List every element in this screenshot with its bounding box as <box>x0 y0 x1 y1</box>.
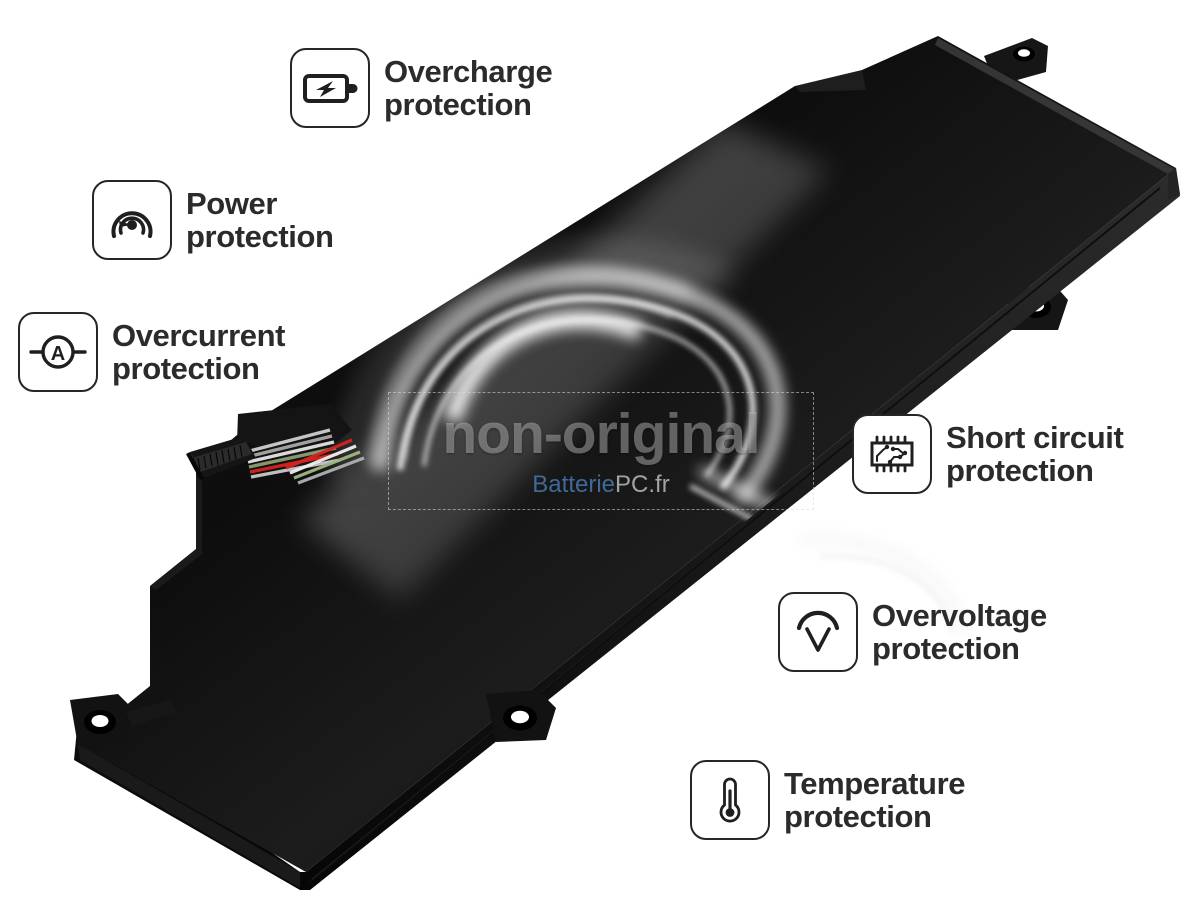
chip-icon-box <box>852 414 932 494</box>
callout-overcurrent-label: Overcurrent protection <box>112 317 286 386</box>
battery-bolt-icon <box>303 74 358 103</box>
ammeter-icon: A <box>29 335 87 369</box>
reflection-spill <box>367 266 692 467</box>
watermark: non-original BatteriePC.fr <box>388 392 814 510</box>
gauge-icon <box>111 211 153 238</box>
watermark-brand: BatteriePC.fr <box>532 470 670 498</box>
callout-overcharge: Overcharge protection <box>290 48 553 128</box>
svg-text:A: A <box>51 343 65 365</box>
watermark-brand-gray: PC.fr <box>615 470 670 498</box>
callout-overvoltage: Overvoltage protection <box>778 592 1047 672</box>
battery-bolt-icon-box <box>290 48 370 128</box>
callout-short-circuit-label: Short circuit protection <box>946 419 1124 488</box>
thermometer-icon-box <box>690 760 770 840</box>
thermometer-icon <box>719 777 741 823</box>
voltage-arc-icon-box <box>778 592 858 672</box>
callout-temperature: Temperature protection <box>690 760 965 840</box>
callout-overcurrent: A Overcurrent protection <box>18 312 285 392</box>
connector-head <box>186 436 256 480</box>
chip-icon <box>870 435 914 473</box>
callout-overcharge-label: Overcharge protection <box>384 53 553 122</box>
callout-overvoltage-label: Overvoltage protection <box>872 597 1047 666</box>
callout-power-label: Power protection <box>186 185 334 254</box>
watermark-brand-blue: Batterie <box>532 470 616 498</box>
ammeter-icon-box: A <box>18 312 98 392</box>
callout-power: Power protection <box>92 180 334 260</box>
mounting-tab-bottom-left <box>70 694 176 746</box>
watermark-main-text: non-original <box>442 401 760 466</box>
voltage-arc-icon <box>796 610 840 652</box>
mounting-tab-top <box>984 38 1048 86</box>
gauge-icon-box <box>92 180 172 260</box>
mounting-tab-bottom-middle <box>486 690 556 742</box>
mounting-tab-right <box>1006 284 1068 330</box>
ribbon-cable-connector <box>186 404 365 488</box>
callout-short-circuit: Short circuit protection <box>852 414 1124 494</box>
callout-temperature-label: Temperature protection <box>784 765 966 834</box>
